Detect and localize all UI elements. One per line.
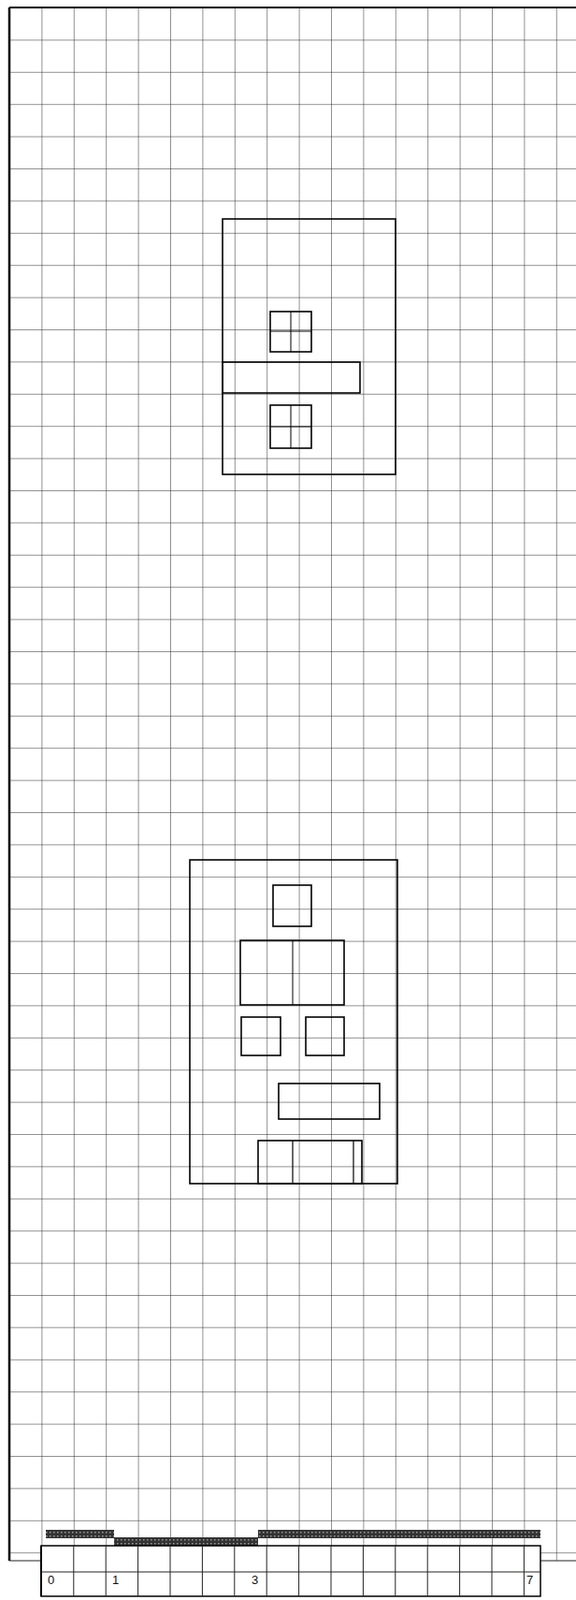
scale-number: 1 [111,1572,120,1586]
scale-number: 0 [46,1572,56,1586]
scale-bar [41,1528,541,1596]
scale-number: 3 [250,1572,260,1586]
scale-number: 7 [525,1572,534,1586]
upper-plan [222,218,396,475]
lower-plan [189,859,398,1183]
grid-paper [9,7,576,1560]
